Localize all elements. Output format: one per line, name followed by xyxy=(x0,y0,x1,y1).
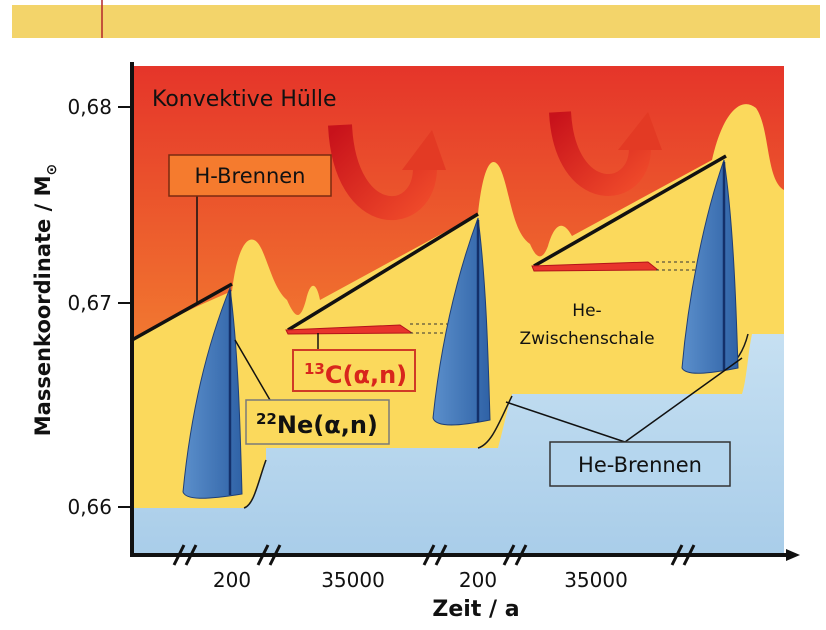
y-axis-title: Massenkoordinate / M⊙ xyxy=(31,164,60,436)
svg-text:Massenkoordinate / M⊙: Massenkoordinate / M⊙ xyxy=(31,164,60,436)
y-axis-label: Massenkoordinate / M xyxy=(31,176,55,437)
x-interval-label-2: 35000 xyxy=(321,568,385,592)
convection-arrow-1 xyxy=(328,124,446,221)
h-burning-box xyxy=(168,154,332,197)
he-burning-leader-1 xyxy=(505,401,626,443)
envelope-label: Konvektive Hülle xyxy=(152,87,337,112)
y-tick-label-066: 0,66 xyxy=(67,495,112,519)
thermal-pulse-1 xyxy=(182,286,243,499)
x-axis-arrowhead xyxy=(786,549,800,561)
y-tick-label-068: 0,68 xyxy=(67,95,112,119)
ne22-box xyxy=(245,399,390,445)
he-burning-box xyxy=(549,441,731,487)
h-shell-line-1 xyxy=(132,282,233,342)
x-interval-label-4: 35000 xyxy=(564,568,628,592)
convection-arrow-2 xyxy=(549,111,662,196)
intershell-label-line1: He- xyxy=(572,301,601,321)
c13-label: 13C(α,n) xyxy=(304,360,407,389)
axis-breaks xyxy=(172,544,696,566)
c13-box xyxy=(292,349,416,392)
he-burning-leader-2 xyxy=(624,357,743,443)
header-bar xyxy=(12,5,820,38)
core-region xyxy=(132,334,784,555)
he-burning-label: He-Brennen xyxy=(578,453,702,477)
thermal-pulse-2 xyxy=(432,217,491,426)
h-shell-line-3 xyxy=(533,154,727,268)
h-shell-line-2 xyxy=(287,212,479,332)
ne22-leader xyxy=(234,339,271,401)
y-tick-label-067: 0,67 xyxy=(67,291,112,315)
intershell-label-line2: Zwischenschale xyxy=(519,329,654,349)
intershell-edge-1 xyxy=(243,459,267,509)
sun-symbol: ⊙ xyxy=(44,164,60,176)
ne22-label: 22Ne(α,n) xyxy=(256,410,378,439)
x-interval-label-3: 200 xyxy=(459,568,497,592)
x-interval-label-1: 200 xyxy=(213,568,251,592)
x-axis-title: Zeit / a xyxy=(432,597,519,622)
h-burning-label: H-Brennen xyxy=(195,164,306,188)
